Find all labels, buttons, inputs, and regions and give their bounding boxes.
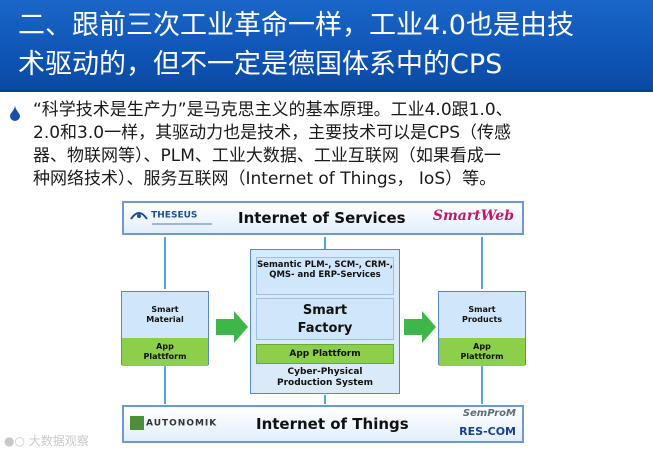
bullet-drop-icon xyxy=(10,105,20,121)
watermark: ●○ 大数据观察 xyxy=(4,432,89,449)
slide-title-line-1: 二、跟前三次工业革命一样，工业4.0也是由技 xyxy=(18,10,574,41)
paragraph-line-1: “科学技术是生产力”是马克思主义的基本原理。工业4.0跟1.0、 xyxy=(33,100,513,120)
watermark-text: 大数据观察 xyxy=(28,434,89,448)
center-app-plattform: App Plattform xyxy=(256,344,394,364)
left-app-plattform: App Plattform xyxy=(122,338,208,366)
paragraph-line-4: 种网络技术）、服务互联网（Internet of Things， IoS）等。 xyxy=(33,169,497,189)
smartweb-logo: SmartWeb xyxy=(432,208,514,224)
right-app-plattform: App Plattform xyxy=(439,338,525,366)
slide-title-line-2: 术驱动的，但不一定是德国体系中的CPS xyxy=(18,49,503,80)
watermark-icon: ●○ xyxy=(4,434,29,448)
theseus-emblem-icon xyxy=(130,212,148,220)
cyber-physical-production-system-label: Cyber-Physical Production System xyxy=(276,367,373,388)
paragraph-line-2: 2.0和3.0一样，其驱动力也是技术，主要技术可以是CPS（传感 xyxy=(33,123,511,143)
rescom-logo: RES-COM xyxy=(459,425,516,438)
internet-of-services-bar: THESEUS Internet of Services SmartWeb xyxy=(122,201,524,235)
internet-of-things-title: Internet of Things xyxy=(256,415,409,433)
internet-of-things-bar: AUTONOMIK Internet of Things SemProM RES… xyxy=(122,405,524,443)
internet-of-services-title: Internet of Services xyxy=(238,209,406,227)
theseus-logo-text: THESEUS xyxy=(151,210,198,221)
autonomik-logo: AUTONOMIK xyxy=(130,416,217,430)
smart-products-module: Smart Products App Plattform xyxy=(438,291,526,366)
theseus-logo: THESEUS xyxy=(130,209,197,221)
smart-factory-module: Semantic PLM-, SCM-, CRM-, QMS- and ERP-… xyxy=(250,249,400,394)
semantic-services-box: Semantic PLM-, SCM-, CRM-, QMS- and ERP-… xyxy=(256,257,394,295)
smart-material-module: Smart Material App Plattform xyxy=(121,291,209,366)
semprom-logo: SemProM xyxy=(462,408,516,419)
title-banner: 二、跟前三次工业革命一样，工业4.0也是由技 术驱动的，但不一定是德国体系中的C… xyxy=(0,0,653,92)
autonomik-logo-text: AUTONOMIK xyxy=(146,418,218,429)
paragraph-line-3: 器、物联网等）、PLM、工业大数据、工业互联网（如果看成一 xyxy=(33,146,501,166)
arrow-center-to-right xyxy=(404,311,436,343)
autonomik-mark-icon xyxy=(130,416,144,430)
theseus-logo-underline xyxy=(152,223,212,225)
industry-4-diagram: THESEUS Internet of Services SmartWeb Sm… xyxy=(114,197,534,445)
smart-factory-label: Smart Factory xyxy=(256,298,394,340)
smart-material-label: Smart Material xyxy=(122,292,208,338)
smart-products-label: Smart Products xyxy=(439,292,525,338)
arrow-left-to-center xyxy=(216,311,248,343)
diagram-connectors xyxy=(164,237,483,404)
